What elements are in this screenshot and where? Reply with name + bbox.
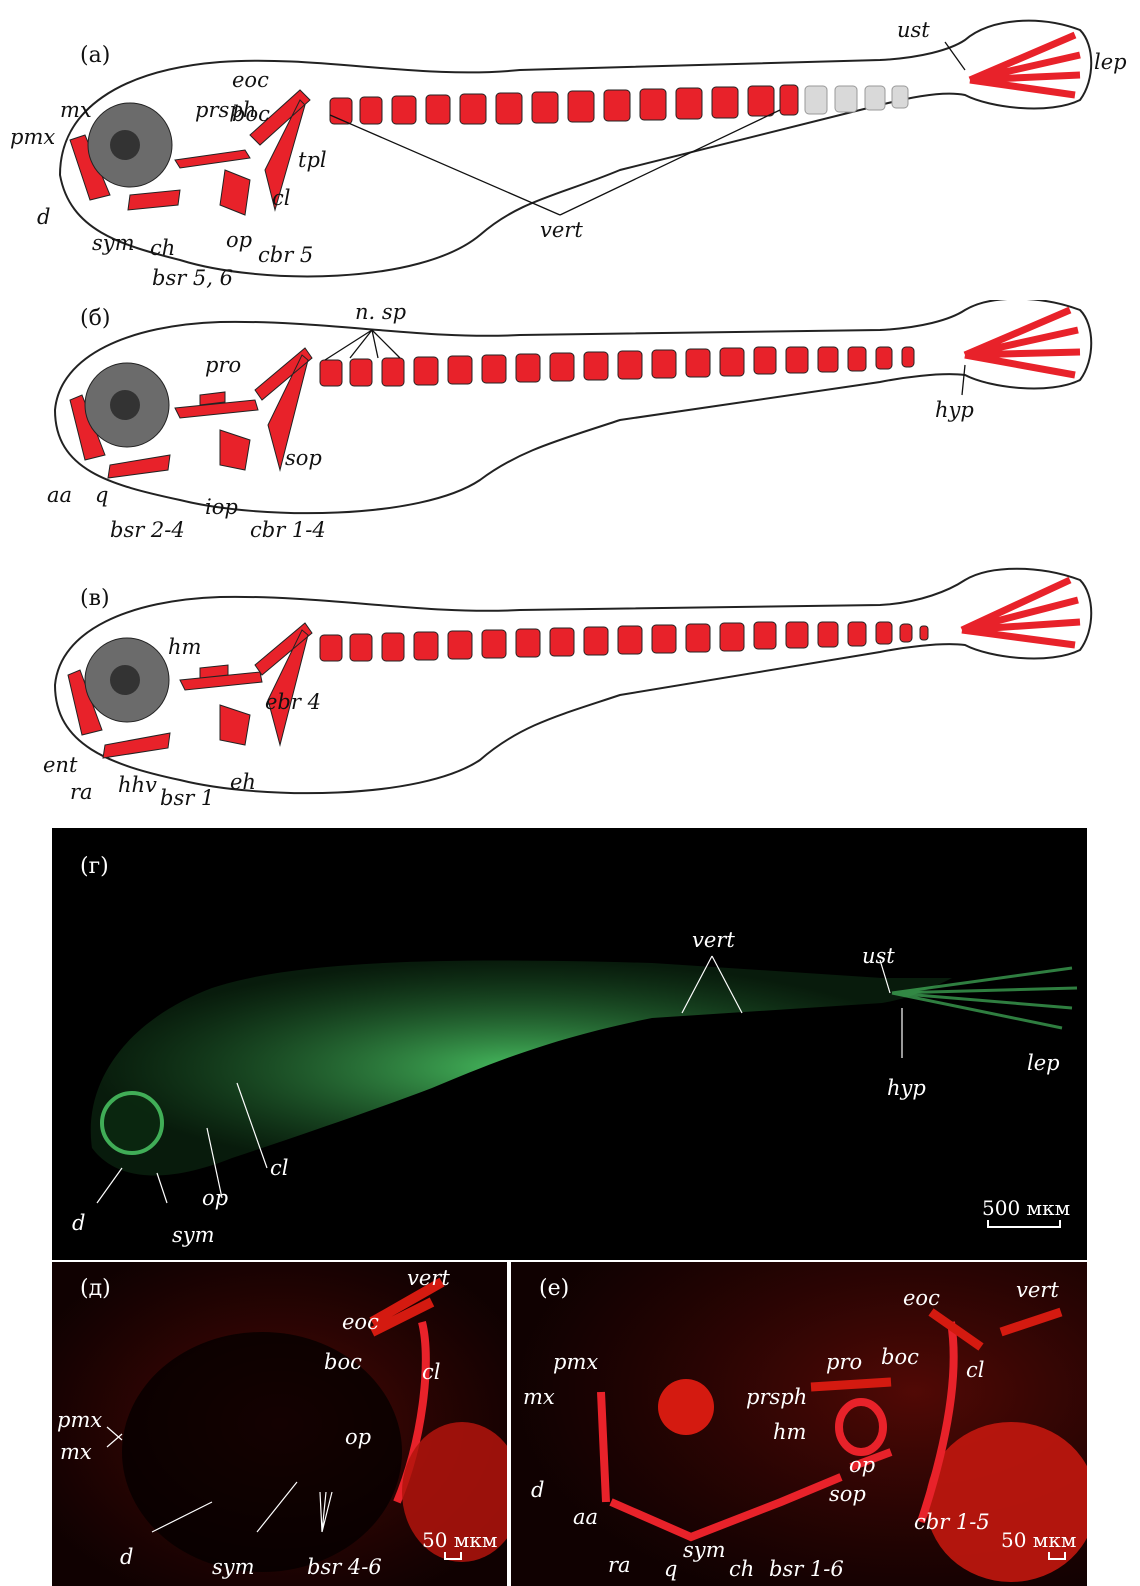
label-sym: sym <box>92 233 135 254</box>
label-hyp: hyp <box>935 400 974 421</box>
label-mx: mx <box>60 1442 92 1463</box>
panel-a-letter: (а) <box>80 45 110 67</box>
label-tpl: tpl <box>298 150 327 171</box>
label-hhv: hhv <box>118 775 157 796</box>
panel-v-letter: (в) <box>80 588 110 610</box>
label-eoc: eoc <box>232 70 269 91</box>
label-pmx: pmx <box>10 127 55 148</box>
label-op: op <box>849 1455 875 1476</box>
label-vert: vert <box>692 930 735 951</box>
scale-bar-e <box>1048 1552 1066 1560</box>
label-bsr1: bsr 1 <box>160 788 214 809</box>
label-ent: ent <box>43 755 77 776</box>
label-q: q <box>664 1559 677 1580</box>
label-cbr14: cbr 1-4 <box>250 520 326 541</box>
label-cl: cl <box>422 1362 440 1383</box>
label-d: d <box>37 207 50 228</box>
label-boc: boc <box>881 1347 919 1368</box>
label-op: op <box>226 230 252 251</box>
label-ra: ra <box>608 1555 631 1576</box>
label-cbr15: cbr 1-5 <box>914 1512 990 1533</box>
panel-b-letter: (б) <box>80 308 110 330</box>
panel-d-photo: (д) vert eoc boc cl pmx mx op d sym bsr … <box>52 1262 507 1586</box>
label-vert: vert <box>407 1268 450 1289</box>
scale-label-g: 500 мкм <box>982 1198 1070 1218</box>
label-iop: iop <box>205 497 238 518</box>
label-hyp: hyp <box>887 1078 926 1099</box>
label-ust: ust <box>862 946 895 967</box>
label-ra: ra <box>70 782 93 803</box>
label-lep: lep <box>1094 52 1127 73</box>
panel-v: (в) hm ebr 4 ent ra hhv bsr 1 eh <box>0 550 1140 820</box>
green-eye <box>102 1093 162 1153</box>
label-aa: aa <box>47 485 72 506</box>
label-eh: eh <box>230 772 256 793</box>
label-hm: hm <box>168 637 201 658</box>
label-op: op <box>202 1188 228 1209</box>
panel-d-letter: (д) <box>80 1278 111 1300</box>
label-sym: sym <box>172 1225 215 1246</box>
label-vert: vert <box>1016 1280 1059 1301</box>
label-bsr24: bsr 2-4 <box>110 520 185 541</box>
larva-drawing-v <box>0 550 1140 820</box>
label-bsr46: bsr 4-6 <box>307 1557 382 1578</box>
label-vert: vert <box>540 220 583 241</box>
label-bsr16: bsr 1-6 <box>769 1559 844 1580</box>
label-sop: sop <box>285 448 322 469</box>
label-bsr56: bsr 5, 6 <box>152 268 233 289</box>
label-mx: mx <box>523 1387 555 1408</box>
label-aa: aa <box>573 1507 598 1528</box>
label-ch: ch <box>150 238 175 259</box>
red-eye-lens <box>658 1379 714 1435</box>
label-cl: cl <box>966 1360 984 1381</box>
label-d: d <box>531 1480 544 1501</box>
label-pmx: pmx <box>553 1352 598 1373</box>
label-d: d <box>72 1213 85 1234</box>
panel-e-letter: (е) <box>539 1278 569 1300</box>
label-ch: ch <box>729 1559 754 1580</box>
label-pro: pro <box>826 1352 862 1373</box>
label-eoc: eoc <box>903 1288 940 1309</box>
eye-inner <box>110 665 140 695</box>
green-tail-rays <box>892 968 1077 1028</box>
label-prsph: prsph <box>746 1387 807 1408</box>
eye-inner <box>110 130 140 160</box>
label-op: op <box>345 1427 371 1448</box>
label-d: d <box>120 1547 133 1568</box>
label-sop: sop <box>829 1484 866 1505</box>
label-q: q <box>95 485 108 506</box>
label-sym: sym <box>212 1557 255 1578</box>
label-sym: sym <box>683 1540 726 1561</box>
label-mx: mx <box>60 100 92 121</box>
panel-g-photo: (г) vert ust lep hyp cl op d sym 500 мкм <box>52 828 1087 1260</box>
scale-label-e: 50 мкм <box>1001 1530 1076 1550</box>
label-boc: boc <box>232 104 270 125</box>
scale-label-d: 50 мкм <box>422 1530 497 1550</box>
cartilage-vertebrae <box>805 86 908 114</box>
label-cl: cl <box>270 1158 288 1179</box>
scale-bar-d <box>444 1552 462 1560</box>
panel-e-photo: (е) eoc vert pmx pro boc cl mx prsph hm … <box>511 1262 1087 1586</box>
larva-drawing-b <box>0 300 1140 550</box>
eye-inner <box>110 390 140 420</box>
panel-a: (а) pmx mx d prsph eoc boc tpl cl sym ch… <box>0 0 1140 300</box>
label-ebr4: ebr 4 <box>265 692 321 713</box>
label-lep: lep <box>1027 1053 1060 1074</box>
label-hm: hm <box>773 1422 806 1443</box>
label-ust: ust <box>897 20 930 41</box>
label-pro: pro <box>205 355 241 376</box>
label-eoc: eoc <box>342 1312 379 1333</box>
panel-g-letter: (г) <box>80 856 109 878</box>
scale-bar-g <box>987 1220 1061 1228</box>
label-cl: cl <box>272 188 290 209</box>
green-larva-body <box>91 961 952 1176</box>
label-cbr5: cbr 5 <box>258 245 313 266</box>
panel-b: (б) n. sp pro sop aa q iop bsr 2-4 cbr 1… <box>0 300 1140 550</box>
label-boc: boc <box>324 1352 362 1373</box>
label-nsp: n. sp <box>355 302 406 323</box>
label-pmx: pmx <box>57 1410 102 1431</box>
